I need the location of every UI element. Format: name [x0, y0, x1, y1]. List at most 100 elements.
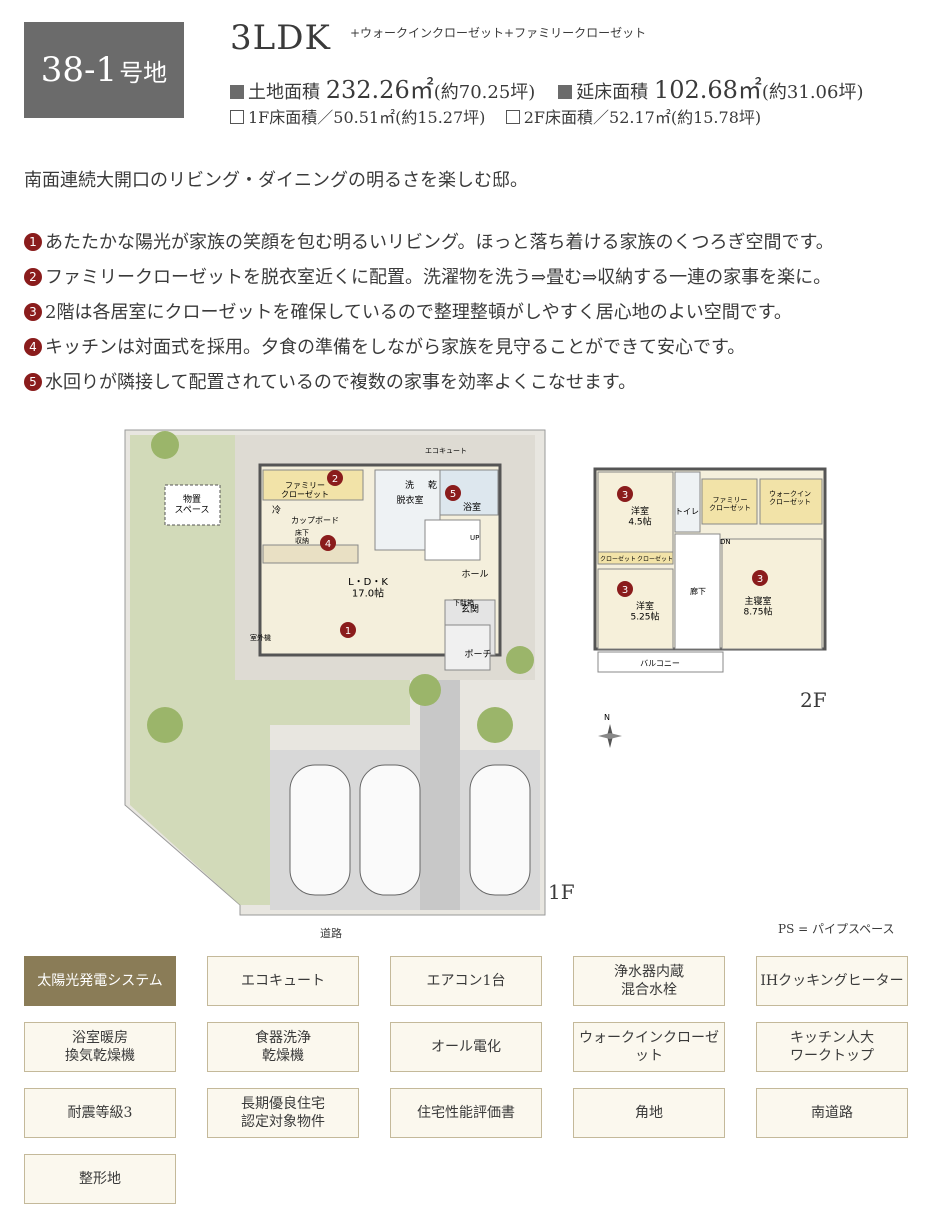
- feature-tag-label: 長期優良住宅 認定対象物件: [241, 1096, 325, 1130]
- feature-tag-label: 浴室暖房 換気乾燥機: [65, 1030, 135, 1064]
- feature-tag: キッチン人大 ワークトップ: [756, 1022, 908, 1072]
- floor-label-1f: 1F: [548, 880, 575, 904]
- lot-number: 38-1: [40, 50, 118, 90]
- toilet-area: [674, 471, 701, 533]
- area-row-floors: 1F床面積／50.51㎡(約15.27坪) 2F床面積／52.17㎡(約15.7…: [230, 104, 761, 128]
- wic-area: [759, 478, 823, 525]
- floor-area-label: 延床面積: [576, 82, 649, 103]
- toilet-label: トイレ: [675, 507, 699, 516]
- floor-label-2f: 2F: [800, 688, 827, 712]
- floor-area-tsubo: (約31.06坪): [761, 82, 864, 103]
- feature-tag: 食器洗浄 乾燥機: [207, 1022, 359, 1072]
- tree-shape: [147, 707, 183, 743]
- land-area-label: 土地面積: [248, 82, 320, 103]
- marker-circle: [327, 470, 343, 486]
- wash-label: 洗: [405, 479, 414, 491]
- feature-tag: オール電化: [390, 1022, 542, 1072]
- square-filled-icon: [230, 85, 244, 99]
- porch-area: [444, 624, 491, 671]
- ps-note: PS = パイプスペース: [778, 922, 895, 936]
- tagline: 南面連続大開口のリビング・ダイニングの明るさを楽しむ邸。: [24, 170, 528, 191]
- walkway: [420, 680, 460, 910]
- point-number-icon: 5: [24, 373, 42, 391]
- marker-number: 4: [325, 539, 331, 550]
- land-area-value: 232.26㎡: [325, 76, 434, 104]
- tree-shape: [151, 431, 179, 459]
- feature-tag: ウォークインクローゼット: [573, 1022, 725, 1072]
- feature-tag-label: 食器洗浄 乾燥機: [255, 1030, 311, 1064]
- feature-tag-label: 整形地: [79, 1171, 121, 1187]
- entrance-label: 玄関: [461, 603, 479, 615]
- lot-suffix: 号地: [119, 58, 168, 87]
- marker-number: 3: [622, 490, 628, 501]
- car-shape: [359, 764, 421, 896]
- feature-tag: 浴室暖房 換気乾燥機: [24, 1022, 176, 1072]
- kitchen-counter: [262, 544, 359, 564]
- feature-tag: 浄水器内蔵 混合水栓: [573, 956, 725, 1006]
- area-row-main: 土地面積 232.26㎡(約70.25坪) 延床面積 102.68㎡(約31.0…: [230, 70, 863, 105]
- feature-tag-label: 南道路: [811, 1105, 853, 1121]
- marker-circle: [752, 570, 768, 586]
- layout-header: 3LDK +ウォークインクローゼット+ファミリークローゼット: [230, 18, 646, 58]
- feature-tag: 耐震等級3: [24, 1088, 176, 1138]
- point-number-icon: 4: [24, 338, 42, 356]
- tree-shape: [477, 707, 513, 743]
- closet-label: クローゼット: [600, 555, 636, 563]
- ecocute-label: エコキュート: [425, 447, 467, 455]
- feature-tag: 南道路: [756, 1088, 908, 1138]
- room1-area: [597, 471, 674, 553]
- car-shape: [289, 764, 351, 896]
- fridge-label: 冷: [272, 504, 281, 516]
- layout-type: 3LDK: [230, 18, 331, 58]
- shoe-label: 下駄箱: [453, 598, 474, 607]
- first-floor-area: 1F床面積／50.51㎡(約15.27坪): [248, 108, 486, 127]
- feature-tag-label: エコキュート: [241, 973, 325, 989]
- car-shape: [469, 764, 531, 896]
- garden-strip: [130, 435, 410, 905]
- family-closet-2f-label: ファミリークローゼット: [709, 496, 751, 512]
- outdoor-unit-label: 室外機: [250, 633, 271, 642]
- square-empty-icon: [505, 110, 520, 124]
- point-number-icon: 1: [24, 233, 42, 251]
- feature-tag-label: 耐震等級3: [67, 1105, 133, 1121]
- marker-circle: [320, 535, 336, 551]
- family-closet-2f: [701, 478, 758, 525]
- hallway-label: 廊下: [690, 586, 706, 596]
- compass-needle: [598, 733, 622, 739]
- balcony-label: バルコニー: [640, 659, 680, 668]
- north-label: N: [604, 713, 610, 722]
- feature-tag: エコキュート: [207, 956, 359, 1006]
- marker-number: 1: [345, 626, 351, 637]
- road-label: 道路: [320, 927, 342, 940]
- closet-label: クローゼット: [637, 555, 673, 563]
- point-number-icon: 3: [24, 303, 42, 321]
- cupboard-label: カップボード: [291, 516, 339, 525]
- dry-label: 乾: [428, 479, 437, 491]
- land-area-tsubo: (約70.25坪): [433, 82, 536, 103]
- tree-shape: [506, 646, 534, 674]
- room2-area: [597, 568, 674, 650]
- marker-circle: [445, 485, 461, 501]
- feature-tag: 太陽光発電システム: [24, 956, 176, 1006]
- feature-tag: 整形地: [24, 1154, 176, 1204]
- point-text: ファミリークローゼットを脱衣室近くに配置。洗濯物を洗う⇒畳む⇒収納する一連の家事…: [45, 267, 832, 288]
- marker-circle: [617, 581, 633, 597]
- bath-area: [439, 469, 499, 516]
- stairs-1f: [424, 519, 481, 561]
- feature-tag-label: 太陽光発電システム: [37, 973, 163, 989]
- feature-tag-label: エアコン1台: [426, 973, 506, 989]
- feature-tag-label: 住宅性能評価書: [417, 1105, 515, 1121]
- feature-tag-label: オール電化: [431, 1039, 501, 1055]
- bath-label: 浴室: [463, 501, 481, 513]
- marker-number: 3: [622, 585, 628, 596]
- floor-storage-label: 床下収納: [295, 528, 309, 545]
- feature-tag-label: キッチン人大 ワークトップ: [790, 1030, 874, 1064]
- dn-label: DN: [720, 538, 731, 546]
- point-text: 2階は各居室にクローゼットを確保しているので整理整頓がしやすく居心地のよい空間で…: [45, 302, 792, 323]
